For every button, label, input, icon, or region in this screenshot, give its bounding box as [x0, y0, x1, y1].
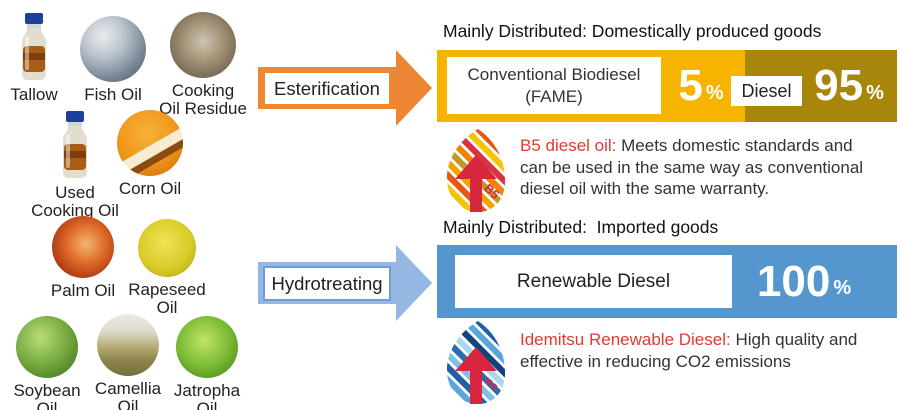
feedstock-label: Tallow: [10, 85, 58, 104]
biodiesel-percent: 5%: [678, 61, 724, 110]
feedstock-label: Fish Oil: [84, 85, 142, 104]
renewable-label-box: Renewable Diesel: [455, 255, 732, 308]
feedstock-label: Corn Oil: [118, 179, 182, 198]
up-arrow-icon: [455, 155, 497, 212]
fame-bar: Conventional Biodiesel (FAME) 5% Diesel …: [437, 50, 897, 122]
renewable-percent: 100%: [756, 256, 852, 306]
renewable-distribution-header: Mainly Distributed: Imported goods: [443, 217, 719, 237]
hydrotreating-label: Hydrotreating: [263, 266, 391, 301]
esterification-arrow: Esterification: [256, 48, 434, 128]
esterification-label: Esterification: [263, 71, 391, 106]
b5-note-label: B5 diesel oil:: [520, 136, 617, 155]
feedstock-tallow: Tallow: [2, 12, 66, 104]
feedstock-fish-oil: Fish Oil: [78, 16, 148, 104]
feedstock-label: Palm Oil: [50, 281, 116, 300]
fish-oil-photo: [80, 16, 146, 82]
renewable-bar: Renewable Diesel 100%: [437, 245, 897, 318]
rapeseed-oil-photo: [138, 219, 196, 277]
cooking-oil-residue-photo: [170, 12, 236, 78]
fame-distribution-header: Mainly Distributed: Domestically produce…: [443, 21, 822, 41]
up-arrow-icon: [455, 347, 497, 404]
soybean-oil-photo: [16, 316, 78, 378]
ird-note: Idemitsu Renewable Diesel: High quality …: [520, 330, 858, 371]
oil-bottle-image: [22, 13, 46, 80]
camellia-oil-photo: [97, 314, 159, 376]
ird-note-label: Idemitsu Renewable Diesel:: [520, 330, 731, 349]
jatropha-oil-photo: [176, 316, 238, 378]
corn-oil-photo: [117, 110, 183, 176]
oil-bottle-image: [63, 111, 87, 178]
b5-note: B5 diesel oil: Meets domestic standards …: [520, 136, 864, 198]
feedstock-palm-oil: Palm Oil: [48, 216, 118, 300]
feedstock-corn-oil: Corn Oil: [112, 110, 188, 198]
fame-label-box: Conventional Biodiesel (FAME): [447, 57, 661, 114]
diesel-label-box: Diesel: [731, 76, 802, 106]
palm-oil-photo: [52, 216, 114, 278]
hydrotreating-arrow: Hydrotreating: [256, 243, 434, 323]
diesel-percent: 95%: [814, 61, 884, 110]
b5-leaf-logo-icon: B5: [446, 129, 506, 212]
ird-leaf-logo-icon: IRD: [446, 321, 506, 404]
